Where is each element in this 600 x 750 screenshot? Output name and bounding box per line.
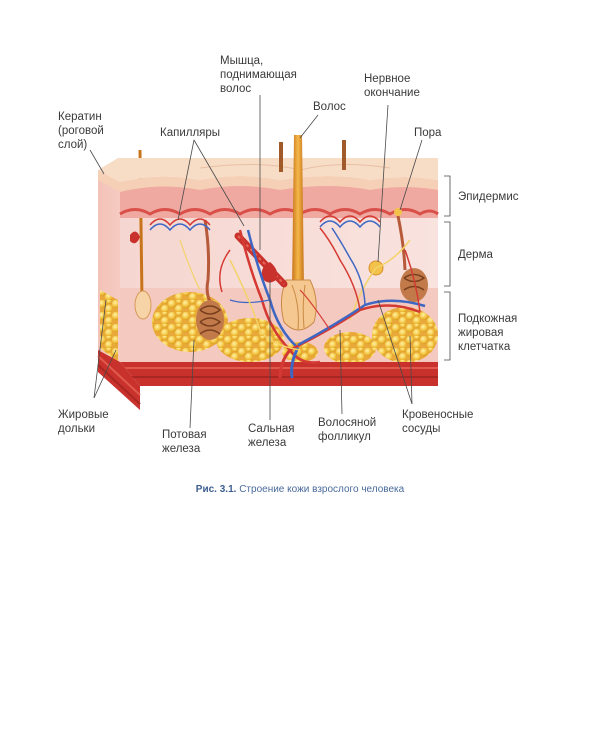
- label-pore: Пора: [414, 127, 442, 139]
- label-capillaries: Капилляры: [160, 127, 220, 139]
- leader-lines: [89, 95, 451, 429]
- sweat-gland-right: [400, 268, 428, 302]
- hair-shaft: [292, 135, 304, 290]
- label-dermis: Дерма: [458, 249, 493, 261]
- label-hair: Волос: [313, 101, 346, 113]
- label-keratin: Кератин (роговой слой): [58, 111, 107, 151]
- sebaceous-gland: [261, 262, 278, 283]
- dermis-layer: [120, 218, 438, 288]
- labels: Кератин (роговой слой) Капилляры Мышца, …: [58, 55, 520, 455]
- skin-block: [97, 135, 439, 410]
- sweat-duct: [203, 219, 214, 306]
- label-nerve-ending: Нервное окончание: [364, 73, 420, 99]
- keratin-layer: [98, 170, 438, 192]
- label-fat-lobules: Жировые дольки: [58, 409, 112, 435]
- figure-number: Рис. 3.1.: [195, 484, 237, 495]
- sweat-gland: [196, 300, 224, 340]
- label-subcutaneous: Подкожная жировая клетчатка: [458, 313, 520, 353]
- label-blood-vessels: Кровеносные сосуды: [402, 409, 477, 435]
- label-epidermis: Эпидермис: [458, 191, 519, 203]
- figure-caption-text: Строение кожи взрослого человека: [239, 484, 405, 495]
- label-hair-follicle: Волосяной фолликул: [318, 417, 379, 443]
- pore: [394, 208, 402, 216]
- hair-follicle: [280, 279, 317, 331]
- label-sebaceous-gland: Сальная железа: [248, 423, 298, 449]
- label-sweat-gland: Потовая железа: [162, 429, 210, 455]
- label-arrector-muscle: Мышца, поднимающая волос: [220, 55, 300, 95]
- figure-caption: Рис. 3.1. Строение кожи взрослого челове…: [0, 484, 600, 495]
